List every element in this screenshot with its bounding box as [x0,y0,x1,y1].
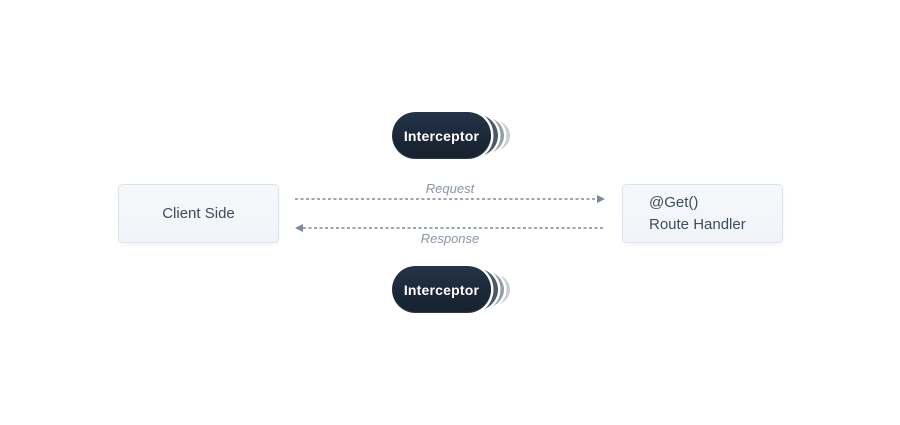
interceptor-bottom-pill: Interceptor [392,266,491,313]
interceptor-top-stack: Interceptor [392,112,510,159]
request-arrowhead [597,195,605,203]
client-side-label: Client Side [162,205,235,222]
request-label: Request [425,181,475,196]
route-handler-label: Route Handler [649,215,746,233]
client-side-node: Client Side [118,184,279,243]
interceptor-bottom-stack: Interceptor [392,266,510,313]
interceptor-bottom-label: Interceptor [403,281,480,298]
route-handler-decorator: @Get() [649,193,699,211]
response-label: Response [420,231,480,246]
interceptor-top-pill: Interceptor [392,112,491,159]
response-arrowhead [295,224,303,232]
interceptor-top-label: Interceptor [403,127,480,144]
route-handler-node: @Get() Route Handler [622,184,783,243]
